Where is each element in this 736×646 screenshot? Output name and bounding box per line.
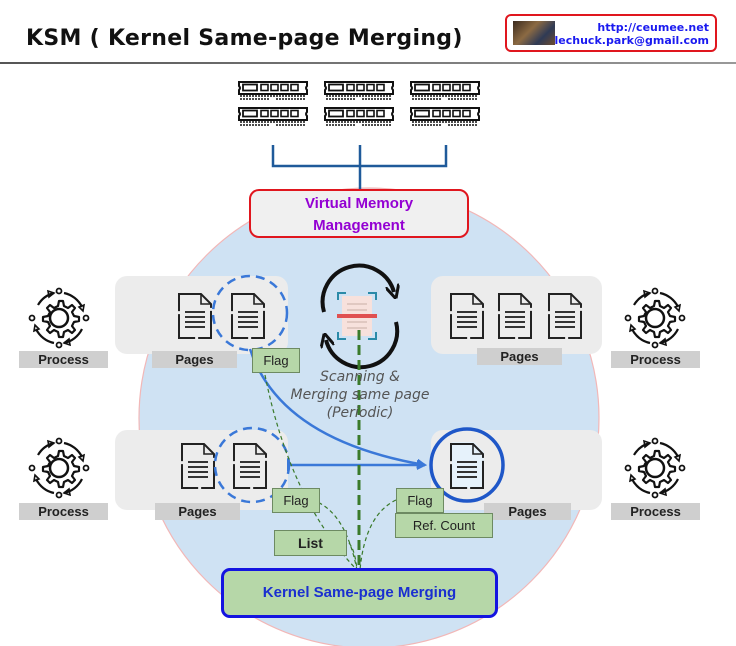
process-label-top-left: Process (19, 351, 108, 368)
scan-cycle-icon (323, 263, 398, 370)
list-link (348, 542, 358, 571)
flag-tag-bottom-right: Flag (396, 488, 444, 513)
memory-module-2 (324, 81, 394, 126)
virtual-memory-management-box: Virtual Memory Management (249, 189, 469, 238)
ksm-box: Kernel Same-page Merging (221, 568, 498, 618)
process-label-bottom-left: Process (19, 503, 108, 520)
author-email[interactable]: lechuck.park@gmail.com (554, 34, 709, 47)
duplicate-highlight-top (211, 274, 289, 352)
pages-panel-top-right (431, 276, 602, 354)
process-icon (28, 437, 90, 499)
scanning-line2: Merging same page (290, 387, 430, 403)
vmm-label-line1: Virtual Memory (304, 195, 414, 212)
scanning-caption: Scanning & Merging same page (Periodic) (282, 368, 438, 422)
pages-label-bottom-left: Pages (155, 503, 240, 520)
process-label-bottom-right: Process (611, 503, 700, 520)
pages-label-top-left: Pages (152, 351, 237, 368)
memory-connector (271, 145, 448, 190)
title-divider (0, 62, 736, 64)
flag-link-top (264, 374, 358, 571)
memory-module-3 (410, 81, 480, 126)
scanning-line3: (Periodic) (326, 405, 394, 421)
process-label-top-right: Process (611, 351, 700, 368)
pages-panel-bottom-left (115, 430, 288, 510)
author-badge: http://ceumee.net lechuck.park@gmail.com (505, 14, 717, 52)
scanning-line1: Scanning & (320, 369, 400, 385)
process-icon (624, 287, 686, 349)
flag-link-bottom (311, 499, 358, 571)
vmm-label-line2: Management (313, 217, 405, 234)
flag-tag-top: Flag (252, 348, 300, 373)
list-tag: List (274, 530, 347, 556)
process-icon (624, 437, 686, 499)
pages-panel-top-left (115, 276, 288, 354)
process-icon (28, 287, 90, 349)
pages-label-bottom-right: Pages (484, 503, 571, 520)
author-url[interactable]: http://ceumee.net (597, 21, 709, 34)
author-thumbnail (513, 21, 555, 45)
ref-count-tag: Ref. Count (395, 513, 493, 538)
pages-label-top-right: Pages (477, 348, 562, 365)
memory-module-1 (238, 81, 308, 126)
page-title: KSM ( Kernel Same-page Merging) (26, 26, 463, 51)
flag-tag-bottom-left: Flag (272, 488, 320, 513)
merged-page-ring (429, 427, 505, 503)
flag-link-right (359, 499, 397, 571)
